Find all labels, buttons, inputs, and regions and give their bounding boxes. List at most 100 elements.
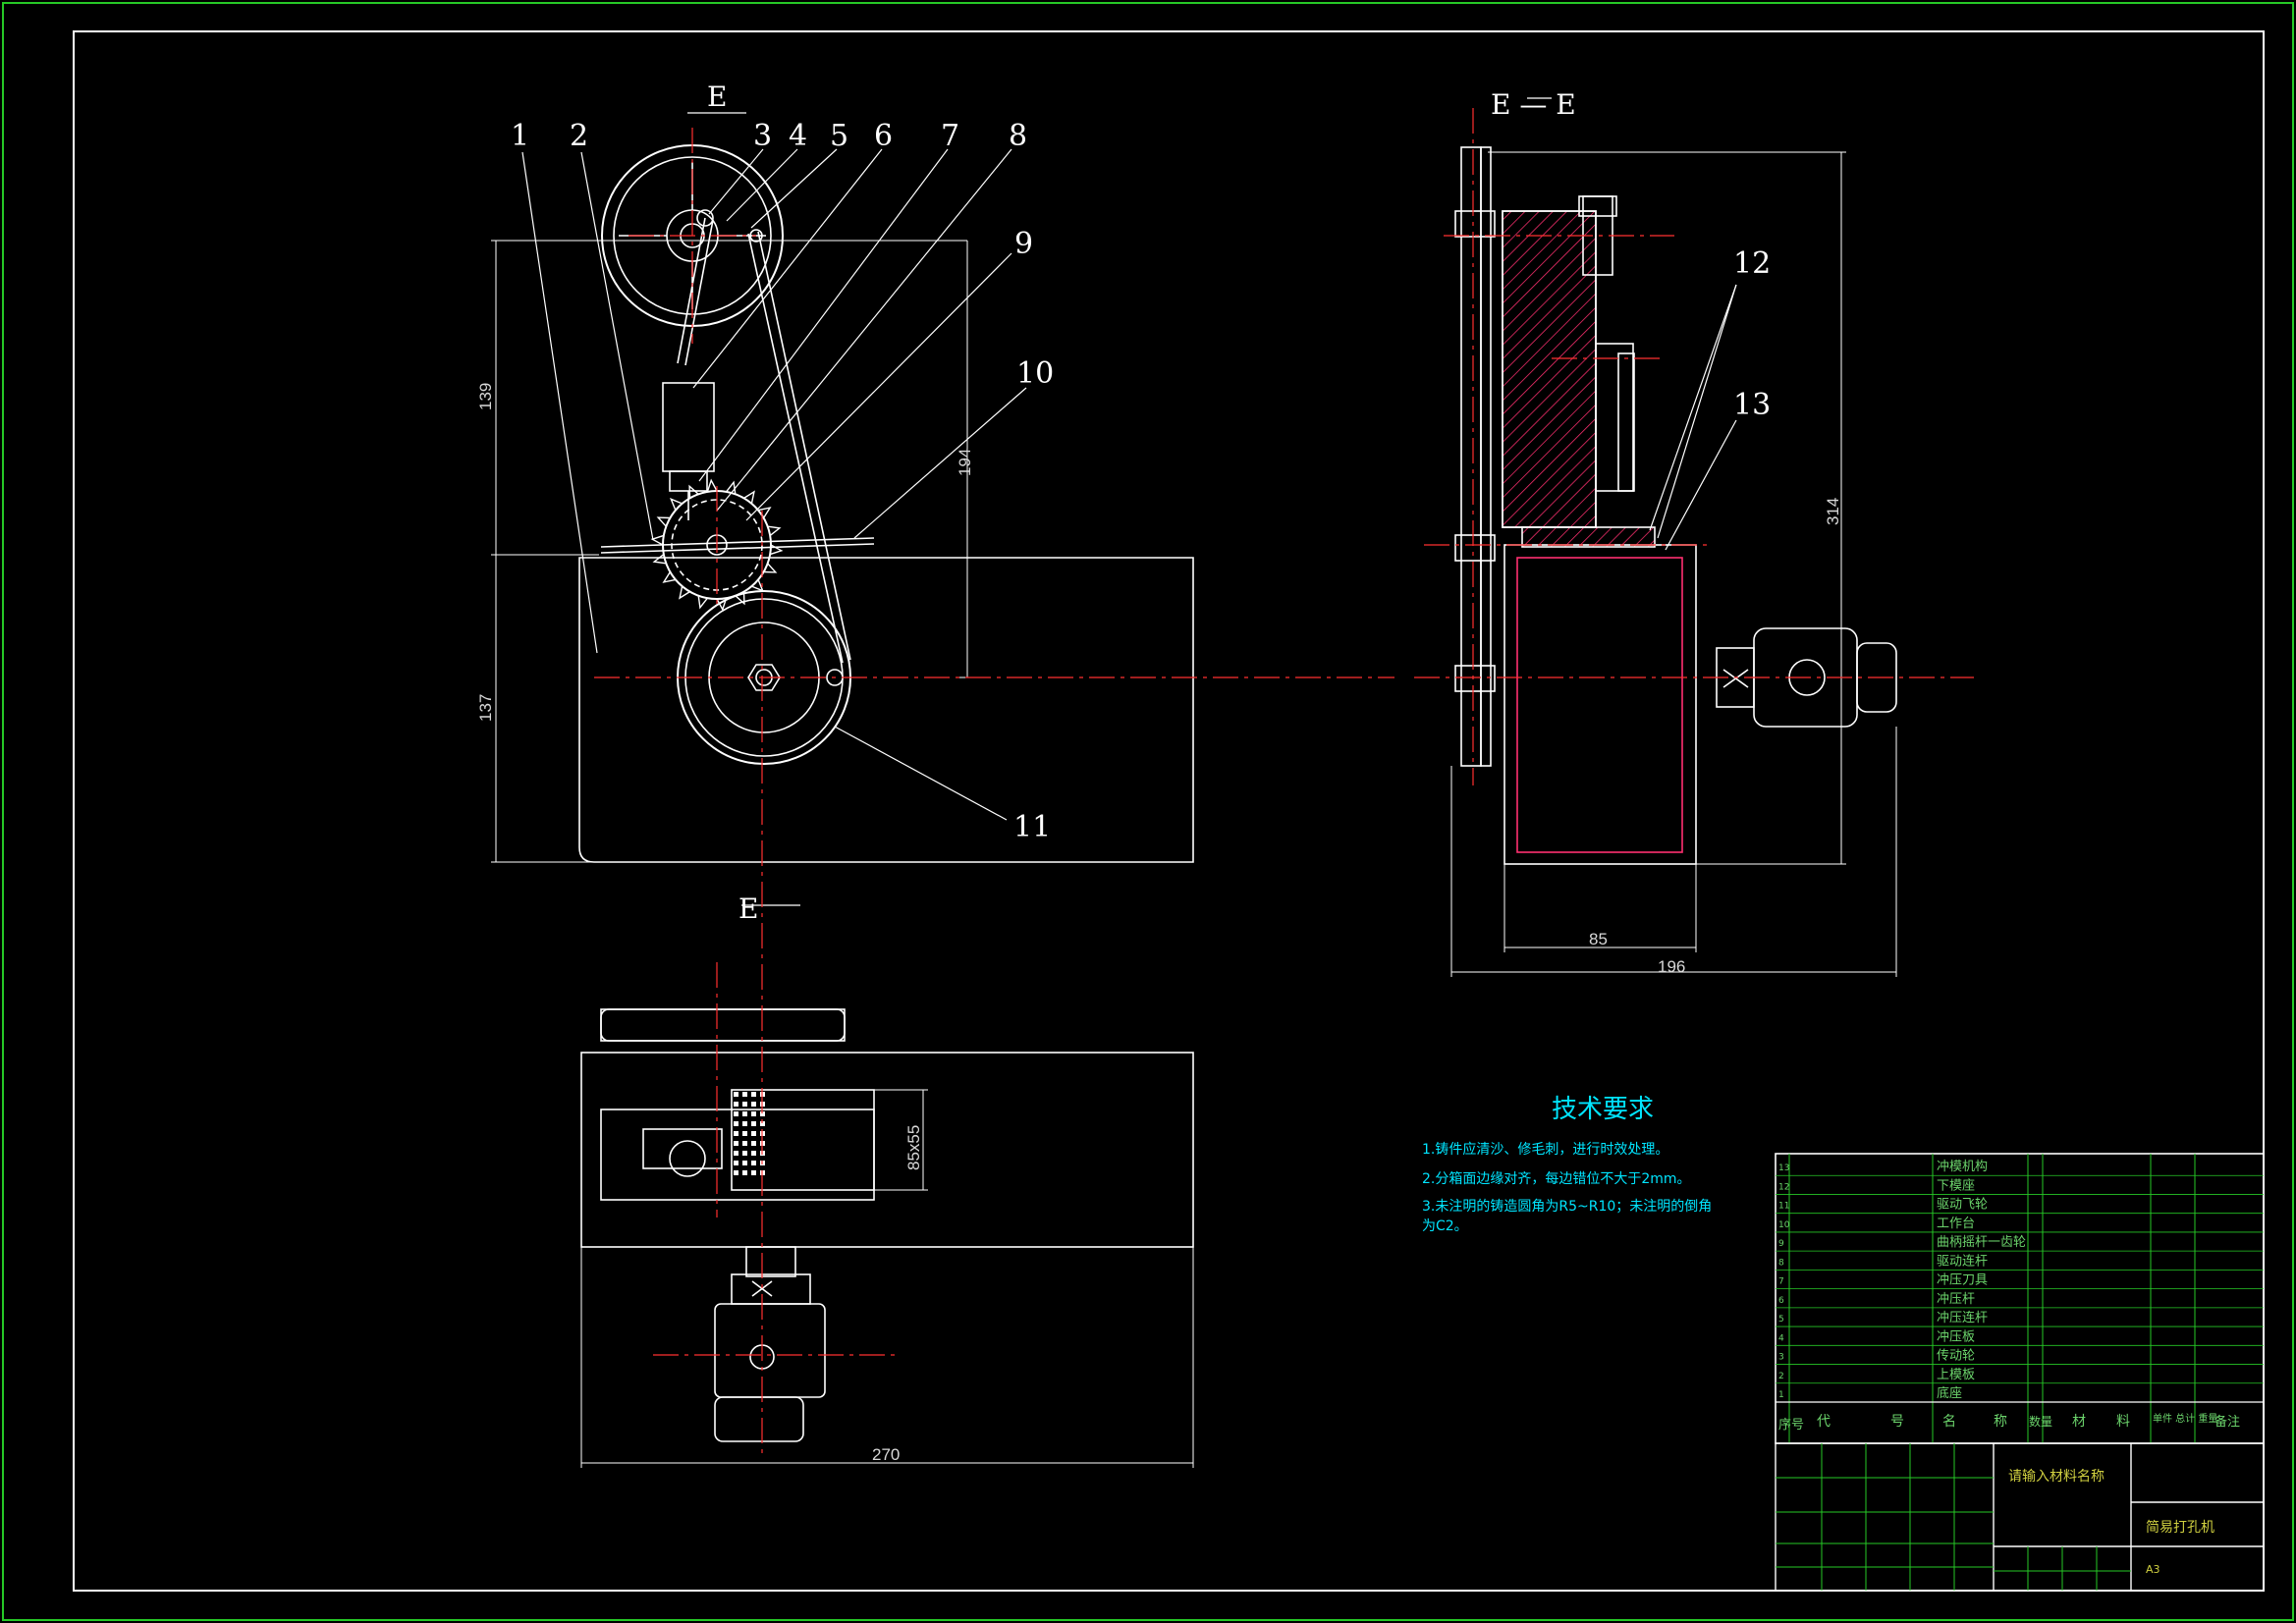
part-number: 1 <box>511 119 529 153</box>
bom-header-remark: 备注 <box>2214 1414 2240 1430</box>
punch-hole <box>742 1170 747 1175</box>
bom-row-name: 驱动飞轮 <box>1937 1198 1988 1213</box>
bom-header-mat2: 料 <box>2116 1414 2130 1430</box>
punch-hole <box>751 1092 756 1097</box>
cut-label-top: E <box>707 81 727 113</box>
bom-row-name: 工作台 <box>1937 1217 1975 1231</box>
bom-row-name: 驱动连杆 <box>1937 1253 1988 1269</box>
bom-header-code2: 号 <box>1890 1414 1904 1430</box>
part-number: 4 <box>789 119 807 153</box>
dim-314: 314 <box>1824 498 1842 525</box>
part-number-labels: 1 2 3 4 5 6 7 8 9 10 11 12 13 <box>511 119 1771 844</box>
inner-frame <box>73 30 2265 1592</box>
punch-hole <box>734 1131 738 1136</box>
dim-85x55: 85x55 <box>904 1125 923 1170</box>
bom-row-no: 10 <box>1778 1220 1790 1230</box>
punch-hole <box>751 1161 756 1165</box>
punch-hole <box>734 1141 738 1146</box>
punch-hole <box>742 1151 747 1156</box>
part-number: 13 <box>1733 388 1771 422</box>
punch-hole <box>751 1170 756 1175</box>
dim-196: 196 <box>1658 957 1685 976</box>
bom-row-no: 12 <box>1778 1182 1789 1192</box>
bom-header: 序号 代 号 名 称 数量 材 料 单件 总计 重量 备注 <box>1776 1401 2264 1433</box>
bom-row-name: 冲压杆 <box>1937 1292 1975 1307</box>
punch-hole-grid <box>734 1092 765 1175</box>
note-item: 1.铸件应清沙、修毛刺，进行时效处理。 <box>1422 1141 1668 1158</box>
note-item-cont: 为C2。 <box>1422 1218 1468 1234</box>
bom-row-no: 7 <box>1778 1277 1784 1287</box>
punch-hole <box>734 1151 738 1156</box>
punch-hole <box>742 1161 747 1165</box>
leader-lines-section <box>1649 284 1737 551</box>
bom-header-no: 序号 <box>1778 1418 1804 1433</box>
part-number: 11 <box>1013 810 1051 844</box>
notes-title: 技术要求 <box>1552 1095 1654 1124</box>
bom-row-name: 下模座 <box>1937 1178 1975 1193</box>
center-lines-plan <box>653 923 899 1453</box>
dimension-labels: 139 137 194 314 85 196 270 85x55 <box>476 383 1842 1464</box>
bom-row-no: 9 <box>1778 1239 1784 1249</box>
section-view <box>1450 97 1897 977</box>
bom-row-no: 5 <box>1778 1315 1784 1325</box>
punch-hole <box>742 1121 747 1126</box>
punch-hole <box>742 1092 747 1097</box>
punch-hole <box>734 1161 738 1165</box>
part-number: 2 <box>570 119 588 153</box>
punch-hole <box>742 1111 747 1116</box>
bom-row-no: 4 <box>1778 1333 1784 1343</box>
punch-hole <box>734 1170 738 1175</box>
bom-row-name: 冲压刀具 <box>1937 1273 1988 1288</box>
bom-header-name2: 称 <box>1994 1414 2007 1430</box>
punch-hole <box>760 1121 765 1126</box>
dim-270: 270 <box>872 1445 900 1464</box>
punch-hole <box>742 1102 747 1107</box>
dim-194: 194 <box>956 449 974 476</box>
plan-view <box>580 1008 1194 1468</box>
bom-header-mat1: 材 <box>2072 1414 2086 1430</box>
punch-hole <box>751 1131 756 1136</box>
center-lines-front <box>594 128 1394 923</box>
bom-header-code1: 代 <box>1817 1414 1831 1430</box>
punch-hole <box>751 1151 756 1156</box>
dim-139: 139 <box>476 383 495 410</box>
note-item: 2.分箱面边缘对齐，每边错位不大于2mm。 <box>1422 1171 1691 1187</box>
punch-hole <box>751 1111 756 1116</box>
title-block-grid <box>1776 1443 2131 1591</box>
bom-row-name: 冲模机构 <box>1937 1160 1988 1174</box>
part-number: 6 <box>874 119 893 153</box>
bom-row-name: 上模板 <box>1937 1368 1975 1382</box>
bom-header-weight: 单件 总计 重量 <box>2153 1412 2217 1425</box>
punch-hole <box>742 1131 747 1136</box>
bom-row-name: 传动轮 <box>1937 1349 1975 1364</box>
punch-hole <box>751 1121 756 1126</box>
bom-header-qty: 数量 <box>2029 1414 2052 1429</box>
bom-row-name: 底座 <box>1937 1385 1962 1401</box>
bom-header-name1: 名 <box>1942 1414 1956 1430</box>
leader-lines-front <box>521 148 1027 821</box>
punch-hole <box>734 1111 738 1116</box>
sheet-size: A3 <box>2146 1563 2160 1576</box>
bom-row-name: 曲柄摇杆一齿轮 <box>1937 1235 2026 1250</box>
technical-requirements: 技术要求 1.铸件应清沙、修毛刺，进行时效处理。 2.分箱面边缘对齐，每边错位不… <box>1422 1095 1712 1234</box>
cut-label-bottom: E <box>738 893 758 925</box>
part-number: 5 <box>830 119 848 153</box>
part-number: 8 <box>1009 119 1027 153</box>
material-name: 请输入材料名称 <box>2008 1469 2105 1485</box>
title-block-text: 请输入材料名称 简易打孔机 A3 <box>2008 1469 2214 1576</box>
bom-row-no: 8 <box>1778 1258 1784 1268</box>
gear-teeth <box>650 478 784 612</box>
dim-85: 85 <box>1589 930 1608 948</box>
punch-hole <box>751 1102 756 1107</box>
center-lines-section <box>1414 108 1974 785</box>
bom-table <box>1775 1153 2265 1444</box>
bom-row-no: 6 <box>1778 1296 1784 1306</box>
bom-row-no: 11 <box>1778 1202 1789 1212</box>
drawing-name: 简易打孔机 <box>2146 1519 2214 1536</box>
punch-hole <box>742 1141 747 1146</box>
punch-hole <box>751 1141 756 1146</box>
part-number: 10 <box>1016 356 1054 391</box>
title-block <box>1775 1442 2265 1592</box>
